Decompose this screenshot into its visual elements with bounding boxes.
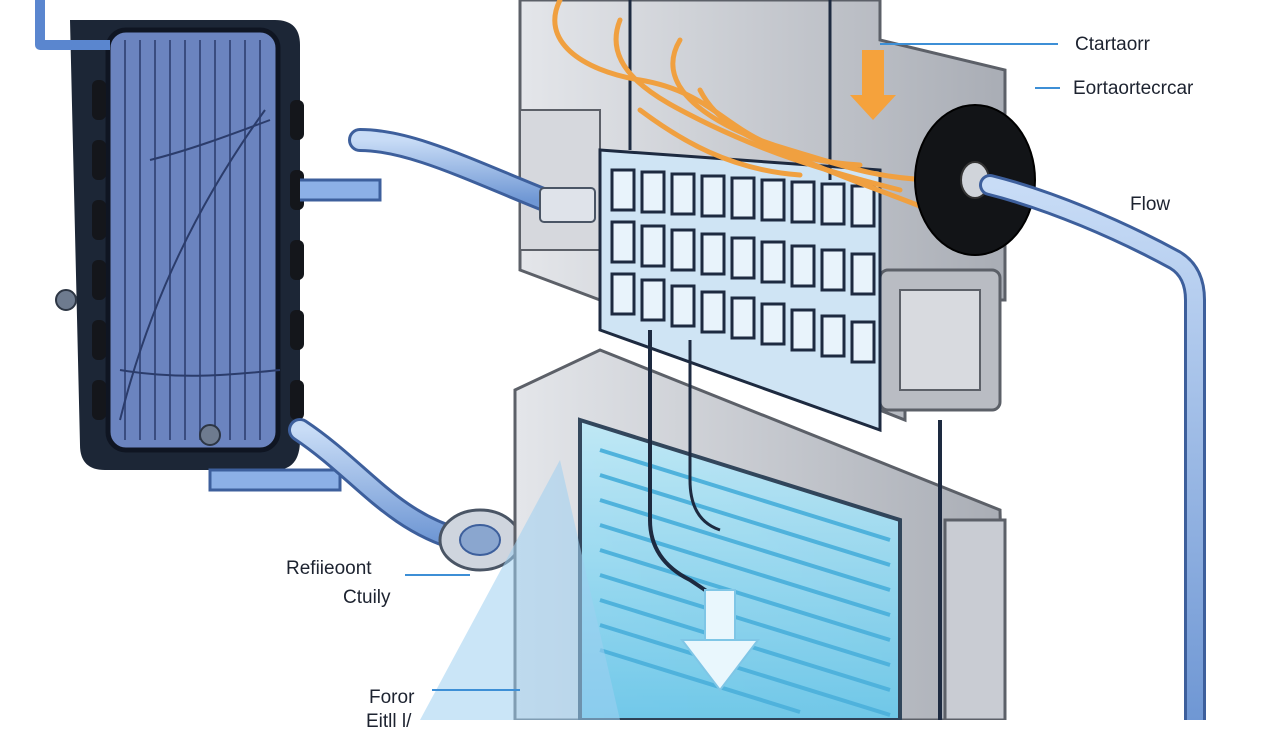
leader-lines bbox=[405, 43, 1060, 691]
inlet-pipe bbox=[348, 128, 596, 223]
label-ctartaorr: Ctartaorr bbox=[1075, 34, 1150, 55]
label-ctuily: Ctuily bbox=[343, 587, 391, 608]
label-foror: Foror bbox=[369, 687, 415, 708]
glass-tank bbox=[420, 330, 942, 720]
radiator-unit bbox=[35, 0, 382, 492]
heat-exchanger-core bbox=[598, 0, 882, 433]
label-eortaortecrcar: Eortaortecrcar bbox=[1073, 78, 1194, 99]
label-flow: Flow bbox=[1130, 194, 1171, 215]
outlet-pipe bbox=[979, 174, 1206, 720]
wiring bbox=[552, 0, 943, 213]
label-eitll: Eitll l/ bbox=[366, 711, 412, 732]
label-refiieoont: Refiieoont bbox=[286, 558, 372, 579]
return-pipe bbox=[288, 418, 522, 572]
motor-disc bbox=[914, 104, 1036, 256]
orange-arrow-icon bbox=[850, 50, 896, 120]
down-arrow-icon bbox=[679, 589, 761, 692]
